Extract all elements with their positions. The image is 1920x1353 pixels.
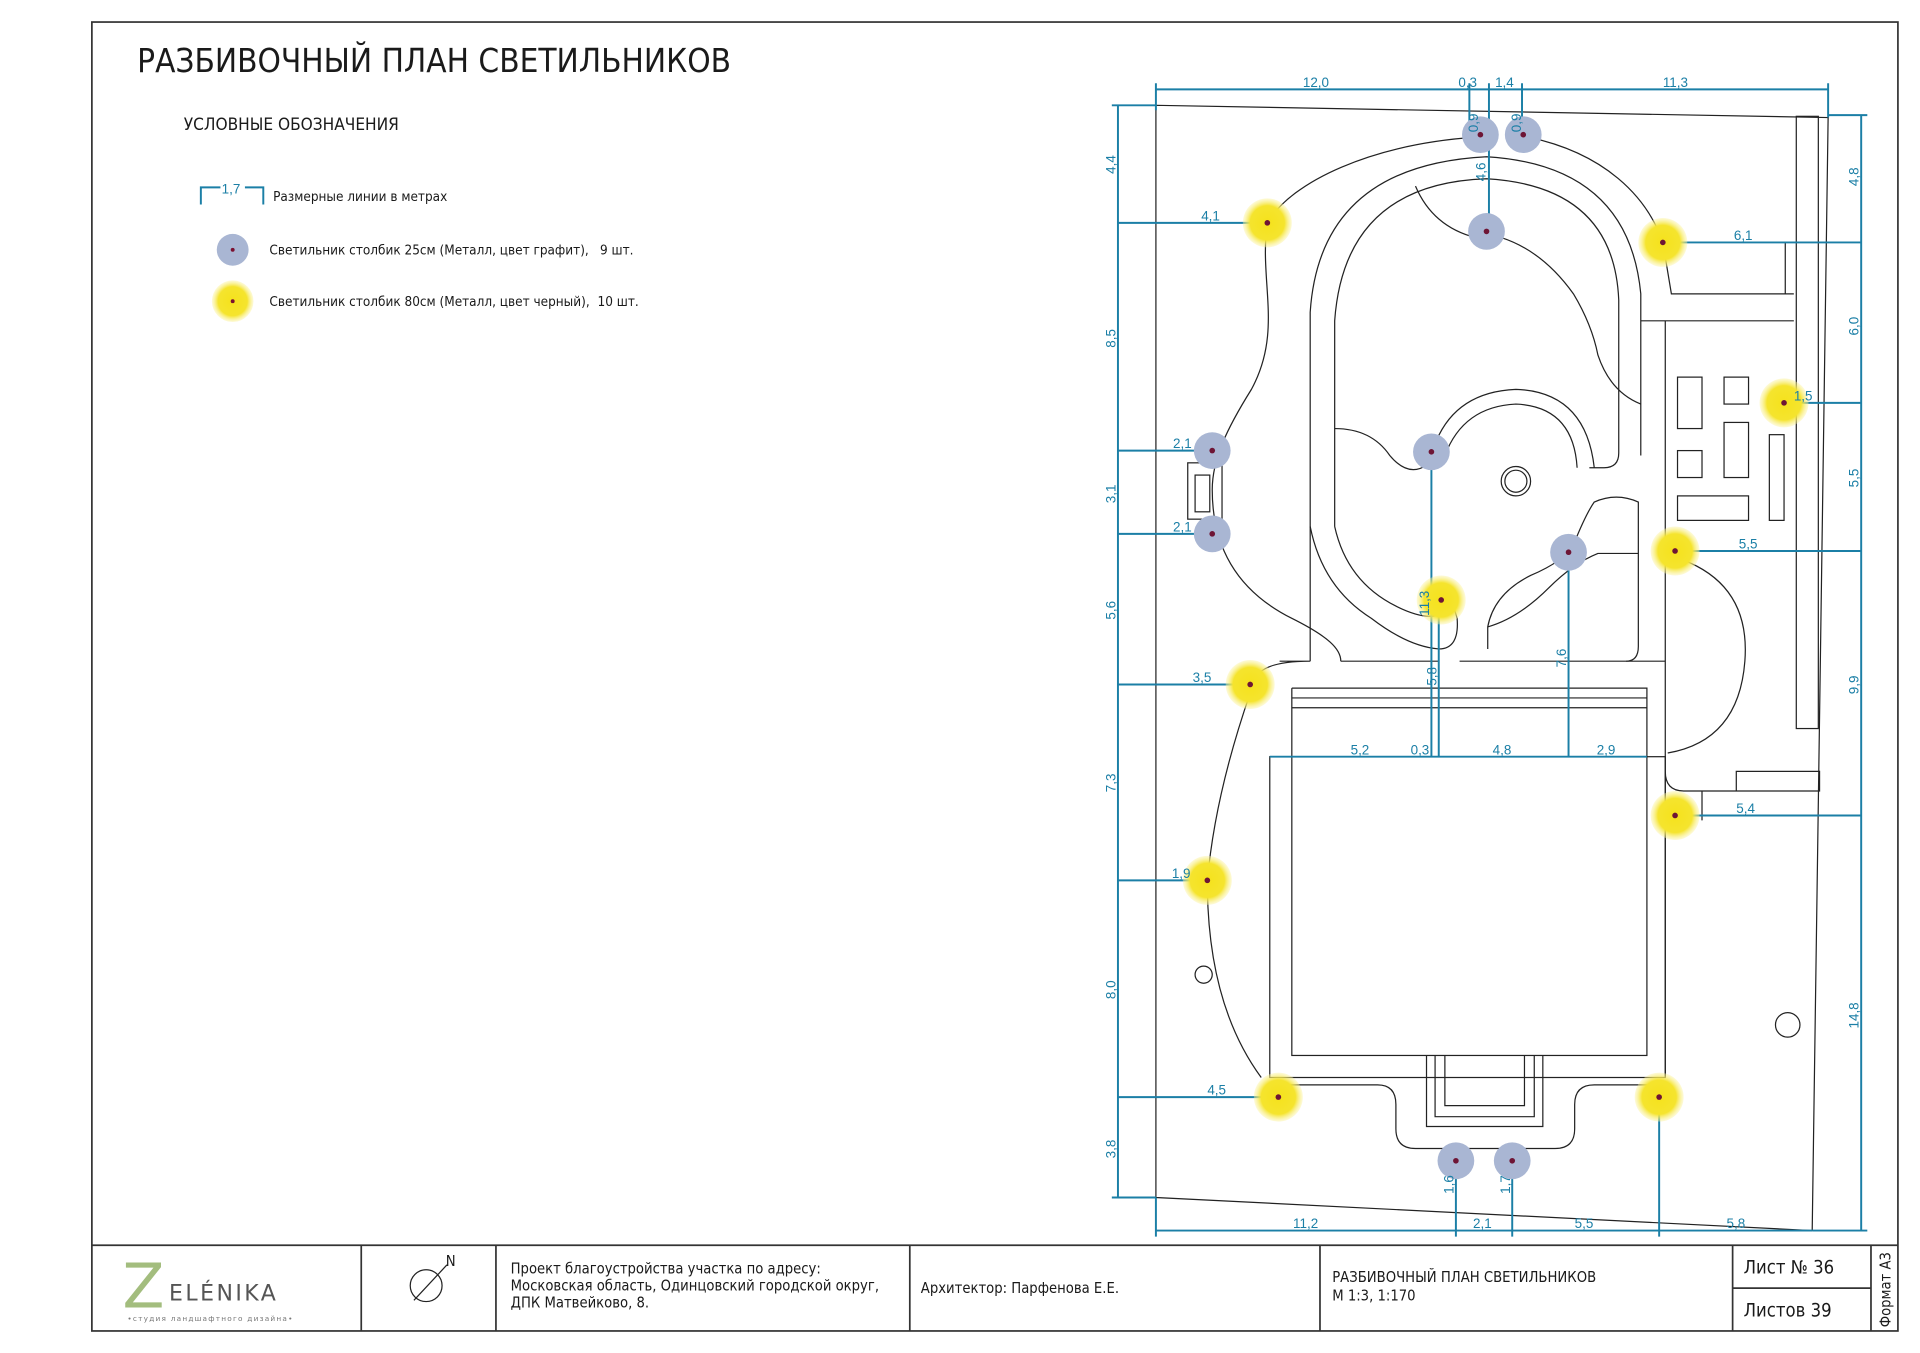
svg-text:ELÉNIKA: ELÉNIKA bbox=[169, 1280, 278, 1306]
dim-label: 11,3 bbox=[1417, 591, 1432, 616]
dim-label: 11,2 bbox=[1293, 1216, 1318, 1231]
svg-text:Светильник столбик 25см (Метал: Светильник столбик 25см (Металл, цвет гр… bbox=[269, 243, 588, 259]
light-center-dot bbox=[1453, 1157, 1459, 1164]
dim-label: 4,8 bbox=[1847, 167, 1862, 186]
dim-label: 14,8 bbox=[1847, 1002, 1862, 1028]
legend-item-tall-light: Светильник столбик 80см (Металл, цвет че… bbox=[211, 280, 639, 323]
dim-label: 0,9 bbox=[1509, 114, 1524, 133]
dim-label: 4,5 bbox=[1207, 1083, 1226, 1098]
svg-text:9 шт.: 9 шт. bbox=[600, 244, 634, 259]
light-center-dot bbox=[1275, 1094, 1282, 1100]
dim-label: 11,3 bbox=[1663, 75, 1688, 90]
dim-label: 5,8 bbox=[1424, 667, 1439, 686]
light-center-dot bbox=[1672, 812, 1678, 819]
light-center-dot bbox=[1672, 548, 1678, 554]
dim-label: 2,1 bbox=[1173, 519, 1192, 534]
site-plan-drawing bbox=[1155, 104, 1829, 1232]
light-center-dot bbox=[1209, 531, 1216, 537]
svg-text:N: N bbox=[446, 1253, 456, 1270]
lights-layer bbox=[1182, 116, 1809, 1180]
dim-label: 5,2 bbox=[1351, 742, 1370, 757]
dim-label: 5,6 bbox=[1104, 601, 1119, 620]
dim-label: 3,1 bbox=[1104, 485, 1119, 504]
dim-label: 3,8 bbox=[1104, 1140, 1119, 1159]
light-center-dot bbox=[1509, 1157, 1516, 1164]
svg-text:Светильник столбик 80см (Метал: Светильник столбик 80см (Металл, цвет че… bbox=[269, 294, 589, 310]
title-block: Z ELÉNIKA •студия ландшафтного дизайна• … bbox=[91, 1244, 1898, 1331]
north-arrow-icon: N bbox=[409, 1253, 456, 1303]
light-center-dot bbox=[1264, 220, 1271, 226]
dim-label: 1,4 bbox=[1495, 75, 1514, 90]
dim-label: 3,5 bbox=[1193, 670, 1212, 685]
dim-label: 5,5 bbox=[1575, 1216, 1594, 1231]
dim-label: 2,1 bbox=[1173, 436, 1192, 451]
dim-label: 6,0 bbox=[1847, 317, 1862, 336]
project-address-line: ДПК Матвейково, 8. bbox=[511, 1295, 649, 1312]
dim-label: 2,1 bbox=[1473, 1216, 1492, 1231]
legend-heading: УСЛОВНЫЕ ОБОЗНАЧЕНИЯ bbox=[184, 115, 399, 135]
sheet-frame bbox=[91, 21, 1899, 1332]
light-center-dot bbox=[1209, 447, 1216, 454]
dim-label: 5,8 bbox=[1726, 1216, 1745, 1231]
legend-dim-value: 1,7 bbox=[222, 181, 241, 196]
sheets-total: Листов 39 bbox=[1744, 1300, 1832, 1321]
light-center-dot bbox=[1781, 400, 1787, 406]
dim-label: 9,9 bbox=[1847, 676, 1862, 695]
dim-label: 4,6 bbox=[1473, 163, 1488, 182]
light-center-dot bbox=[1660, 239, 1666, 246]
svg-text:Z: Z bbox=[122, 1252, 164, 1323]
project-address-line: Московская область, Одинцовский городско… bbox=[511, 1278, 879, 1295]
dim-label: 4,4 bbox=[1104, 155, 1119, 174]
sheet-scale: М 1:3, 1:170 bbox=[1332, 1287, 1415, 1304]
light-center-dot bbox=[1483, 228, 1490, 235]
page-title: РАЗБИВОЧНЫЙ ПЛАН СВЕТИЛЬНИКОВ bbox=[137, 40, 731, 80]
light-center-dot bbox=[1520, 131, 1527, 138]
sheet-title: РАЗБИВОЧНЫЙ ПЛАН СВЕТИЛЬНИКОВ bbox=[1332, 1268, 1596, 1286]
light-center-dot bbox=[1565, 549, 1572, 556]
dimension-lines bbox=[1111, 83, 1868, 1237]
light-center-dot bbox=[1477, 131, 1484, 138]
dim-label: 2,9 bbox=[1597, 742, 1616, 757]
dim-label: 1,6 bbox=[1441, 1175, 1456, 1194]
dim-label: 1,7 bbox=[1498, 1175, 1513, 1194]
company-logo: Z ELÉNIKA •студия ландшафтного дизайна• bbox=[122, 1252, 293, 1323]
dim-label: 8,5 bbox=[1104, 329, 1119, 348]
dim-label: 7,3 bbox=[1104, 774, 1119, 793]
legend-item-small-light: Светильник столбик 25см (Металл, цвет гр… bbox=[216, 233, 634, 266]
dim-label: 0,9 bbox=[1466, 114, 1481, 133]
dim-label: 4,8 bbox=[1493, 742, 1512, 757]
legend-dim-label: Размерные линии в метрах bbox=[273, 190, 447, 205]
sheet-number: Лист № 36 bbox=[1744, 1257, 1835, 1278]
light-center-dot bbox=[1247, 681, 1254, 688]
light-center-dot bbox=[1656, 1094, 1662, 1100]
dim-label: 0,3 bbox=[1411, 742, 1430, 757]
dim-label: 7,6 bbox=[1554, 649, 1569, 668]
light-center-dot bbox=[1204, 877, 1211, 884]
legend-dimension-sample: 1,7 Размерные линии в метрах bbox=[199, 181, 447, 205]
dimension-labels: 12,0 0,3 1,4 11,3 4,4 8,5 3,1 5,6 7,3 8,… bbox=[1104, 75, 1862, 1231]
dim-label: 8,0 bbox=[1104, 980, 1119, 999]
dim-label: 5,5 bbox=[1739, 537, 1758, 552]
dim-label: 6,1 bbox=[1734, 228, 1753, 243]
light-center-dot bbox=[1428, 449, 1435, 455]
light-center-dot bbox=[1438, 597, 1445, 603]
dim-label: 12,0 bbox=[1303, 75, 1329, 90]
svg-text:•студия ландшафтного дизайна•: •студия ландшафтного дизайна• bbox=[127, 1314, 293, 1323]
dim-label: 4,1 bbox=[1201, 208, 1220, 223]
sheet-format: Формат А3 bbox=[1878, 1252, 1895, 1327]
dim-label: 0,3 bbox=[1458, 75, 1477, 90]
architect-name: Архитектор: Парфенова Е.Е. bbox=[921, 1280, 1119, 1297]
dim-label: 5,5 bbox=[1847, 469, 1862, 488]
svg-text:10 шт.: 10 шт. bbox=[598, 295, 639, 310]
dim-label: 1,9 bbox=[1172, 866, 1191, 881]
project-address-line: Проект благоустройства участка по адресу… bbox=[511, 1260, 821, 1277]
dim-label: 1,5 bbox=[1794, 388, 1813, 403]
dim-label: 5,4 bbox=[1736, 801, 1755, 816]
